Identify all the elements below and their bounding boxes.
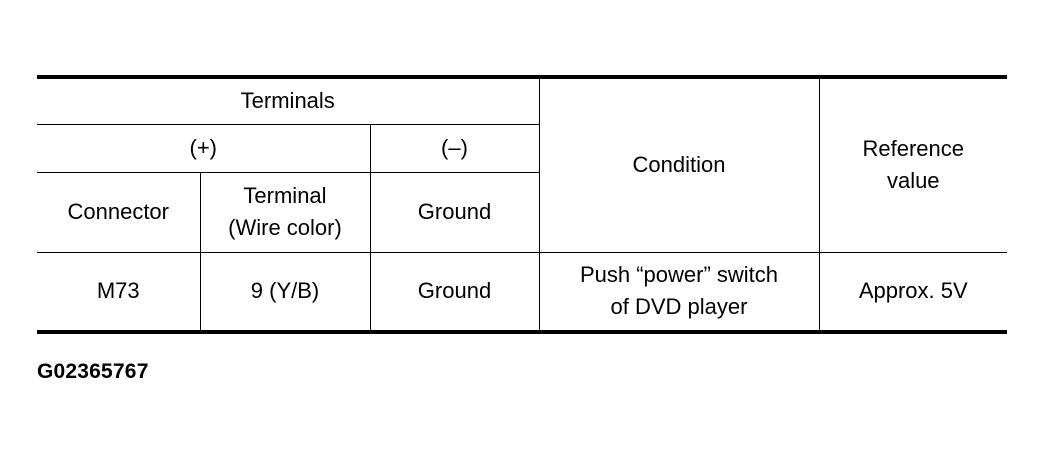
- cell-ground: Ground: [369, 251, 540, 332]
- header-ground: Ground: [369, 171, 540, 253]
- header-reference-value-line1: Reference: [862, 136, 964, 162]
- table-row: M73 9 (Y/B) Ground Push “power” switch o…: [37, 251, 1007, 332]
- header-terminal-line1: Terminal: [243, 183, 327, 208]
- cell-terminal: 9 (Y/B): [199, 251, 371, 332]
- header-terminals: Terminals: [37, 77, 540, 125]
- cell-condition-line1: Push “power” switch: [579, 262, 779, 288]
- header-row-columns: Connector Terminal (Wire color) Ground: [37, 171, 1007, 253]
- cell-connector: M73: [37, 251, 201, 332]
- cell-reference-value: Approx. 5V: [818, 251, 1007, 332]
- figure-id: G02365767: [37, 360, 149, 383]
- cell-condition-line2: of DVD player: [610, 294, 748, 320]
- terminal-reference-table: Terminals Condition Reference value (+) …: [37, 75, 1007, 334]
- header-minus: (–): [369, 123, 540, 173]
- header-condition: Condition: [538, 77, 820, 253]
- cell-condition: Push “power” switch of DVD player: [538, 251, 820, 332]
- header-terminal: Terminal (Wire color): [199, 171, 371, 253]
- header-plus: (+): [37, 123, 371, 173]
- header-connector: Connector: [37, 171, 201, 253]
- header-row-terminals: Terminals Condition Reference value: [37, 77, 1007, 253]
- header-terminal-line2: (Wire color): [228, 215, 342, 240]
- header-reference-value-line2: value: [886, 168, 940, 194]
- header-reference-value: Reference value: [818, 77, 1007, 253]
- header-row-polarity: (+) (–): [37, 123, 1007, 173]
